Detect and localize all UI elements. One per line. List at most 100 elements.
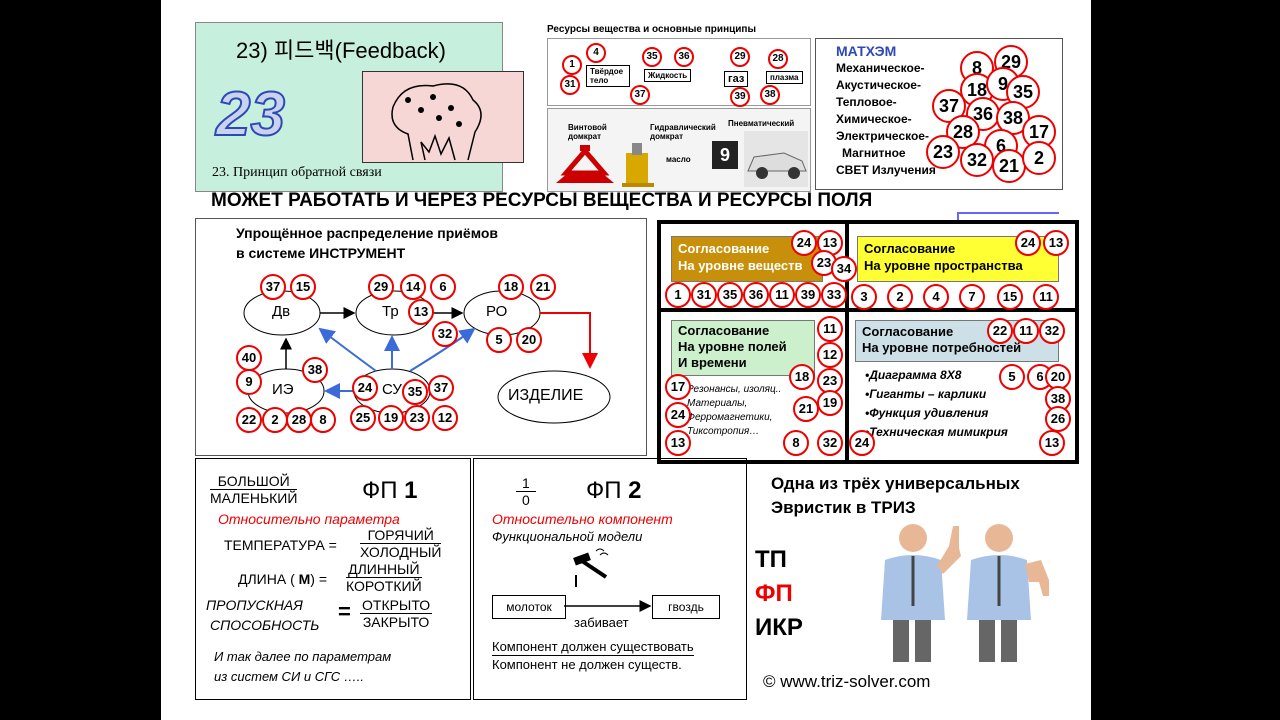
fp2-line2: Компонент не должен существ. xyxy=(492,657,682,672)
state-liquid: Жидкость xyxy=(644,69,692,82)
jack-number-badge: 9 xyxy=(712,141,738,169)
circle: 13 xyxy=(408,299,434,325)
circle: 24 xyxy=(352,375,378,401)
feedback-caption: 23. Принцип обратной связи xyxy=(212,165,382,180)
fp1-row3-top: ОТКРЫТО xyxy=(360,597,433,614)
circle: 20 xyxy=(516,327,542,353)
fp1-row3-name1: ПРОПУСКНАЯ xyxy=(206,597,303,613)
node-product: ИЗДЕЛИЕ xyxy=(508,387,584,404)
fp1-frac-bottom: МАЛЕНЬКИЙ xyxy=(210,490,298,506)
matchem-panel: МАТХЭМ Механическое- Акустическое- Тепло… xyxy=(815,38,1063,190)
fp1-fraction: БОЛЬШОЙ МАЛЕНЬКИЙ xyxy=(210,473,298,506)
matchem-line: Акустическое- xyxy=(836,78,921,92)
fields-note: Материалы, xyxy=(687,398,748,409)
state-plasma: плазма xyxy=(766,71,803,84)
circle: 13 xyxy=(1043,230,1069,256)
circle: 37 xyxy=(428,375,454,401)
circle: 1 xyxy=(562,55,582,75)
car-icon xyxy=(744,131,808,187)
matchem-title: МАТХЭМ xyxy=(836,43,897,59)
circle: 1 xyxy=(665,282,691,308)
fp1-label-num: 1 xyxy=(404,477,418,504)
circle: 28 xyxy=(946,115,980,149)
fp1-row2-close: ) = xyxy=(310,571,328,587)
fp1-label: ФП 1 xyxy=(362,477,418,505)
fp2-panel: 1 0 ФП 2 Относительно компонент Функцион… xyxy=(473,458,747,700)
fp1-row2-top: ДЛИННЫЙ xyxy=(346,561,422,578)
matchem-line: Химическое- xyxy=(836,112,912,126)
fp1-row1-frac: ГОРЯЧИЙ ХОЛОДНЫЙ xyxy=(360,527,442,560)
circle: 11 xyxy=(769,282,795,308)
node-dv: Дв xyxy=(272,303,291,320)
circle: 8 xyxy=(783,430,809,456)
banner-heading: МОЖЕТ РАБОТАТЬ И ЧЕРЕЗ РЕСУРСЫ ВЕЩЕСТВА … xyxy=(211,190,873,211)
fp1-subtitle: Относительно параметра xyxy=(218,511,400,527)
node-ie: ИЭ xyxy=(272,381,294,398)
circle: 2 xyxy=(262,407,288,433)
heuristics-title-2: Эвристик в ТРИЗ xyxy=(771,498,916,517)
circle: 19 xyxy=(817,390,843,416)
matchem-line: Магнитное xyxy=(842,146,906,160)
circle: 11 xyxy=(1033,284,1059,310)
circle: 23 xyxy=(404,405,430,431)
fp1-row2-text: ДЛИНА ( xyxy=(238,571,295,587)
circle: 4 xyxy=(586,43,606,63)
agree-fields-line3: И времени xyxy=(678,355,747,370)
fp1-row2-unit: М xyxy=(294,571,311,587)
instrument-title-1: Упрощённое распределение приёмов xyxy=(236,225,499,241)
circle: 14 xyxy=(400,274,426,300)
circle: 21 xyxy=(992,149,1026,183)
fp1-row3-frac: ОТКРЫТО ЗАКРЫТО xyxy=(360,597,433,630)
feedback-title: 23) 피드백(Feedback) xyxy=(236,38,446,63)
grid-divider-h xyxy=(661,308,1075,312)
circle: 12 xyxy=(817,342,843,368)
fp1-panel: БОЛЬШОЙ МАЛЕНЬКИЙ ФП 1 Относительно пара… xyxy=(195,458,471,700)
agree-needs-line2: На уровне потребностей xyxy=(862,340,1022,355)
copyright: © www.triz-solver.com xyxy=(763,672,931,691)
needs-item: •Техническая мимикрия xyxy=(865,425,1008,439)
circle: 17 xyxy=(665,374,691,400)
circle: 23 xyxy=(811,250,837,276)
circle: 35 xyxy=(717,282,743,308)
node-ro: РО xyxy=(486,303,508,320)
hydraulic-jack-icon xyxy=(622,143,654,187)
state-solid: Твёрдое тело xyxy=(586,65,630,87)
agree-space-line1: Согласование xyxy=(864,241,956,256)
feedback-panel: 23) 피드백(Feedback) 23 23. Принцип обратно… xyxy=(195,22,524,192)
instrument-panel: Упрощённое распределение приёмов в систе… xyxy=(195,218,647,456)
circle: 39 xyxy=(795,282,821,308)
circle: 3 xyxy=(851,284,877,310)
circle: 24 xyxy=(1015,230,1041,256)
fp1-footer1: И так далее по параметрам xyxy=(214,649,392,664)
heuristic-fp: ФП xyxy=(755,580,793,607)
node-tr: Тр xyxy=(382,303,399,320)
circle: 24 xyxy=(849,430,875,456)
circle: 31 xyxy=(560,75,580,95)
circle: 22 xyxy=(236,407,262,433)
circle: 33 xyxy=(821,282,847,308)
matchem-line: Электрическое- xyxy=(836,129,929,143)
fields-note: Тиксотропия… xyxy=(687,426,760,437)
circle: 38 xyxy=(760,85,780,105)
slide: 23) 피드백(Feedback) 23 23. Принцип обратно… xyxy=(161,0,1091,720)
circle: 15 xyxy=(997,284,1023,310)
jacks-panel: Винтовой домкрат Гидравлический домкрат … xyxy=(547,108,811,192)
state-gas: газ xyxy=(724,71,749,87)
circle: 34 xyxy=(831,256,857,282)
screw-jack-icon xyxy=(556,145,614,183)
heuristic-tp: ТП xyxy=(755,546,787,573)
fp1-frac-top: БОЛЬШОЙ xyxy=(210,473,298,490)
circle: 32 xyxy=(432,321,458,347)
resources-states-panel: Твёрдое тело Жидкость газ плазма 1 4 31 … xyxy=(547,38,811,107)
fp2-label: ФП 2 xyxy=(586,477,642,505)
needs-item: •Гиганты – карлики xyxy=(865,387,987,401)
circle: 35 xyxy=(402,379,428,405)
circle: 28 xyxy=(286,407,312,433)
circle: 2 xyxy=(1022,141,1056,175)
fp1-row1-name: ТЕМПЕРАТУРА = xyxy=(224,537,337,553)
circle: 11 xyxy=(817,316,843,342)
fp1-footer2: из систем СИ и СГС ….. xyxy=(214,669,364,684)
fields-note: Ферромагнетики, xyxy=(687,412,773,423)
circle: 6 xyxy=(430,274,456,300)
matchem-line: Механическое- xyxy=(836,61,925,75)
